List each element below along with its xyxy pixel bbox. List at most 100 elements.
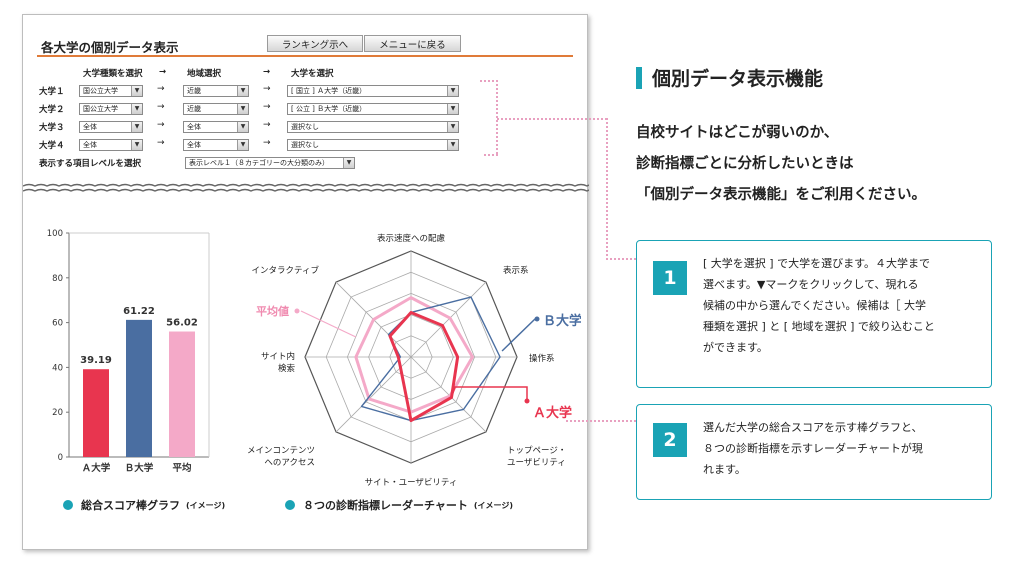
column-header-university: 大学を選択 xyxy=(291,69,334,79)
chevron-down-icon[interactable]: ▼ xyxy=(447,140,458,150)
step-line: [ 大学を選択 ] で大学を選びます。４大学まで xyxy=(703,257,930,270)
step-line: 選んだ大学の総合スコアを示す棒グラフと、 xyxy=(703,421,923,434)
callout-dot xyxy=(524,398,530,404)
step-card-2: 2 選んだ大学の総合スコアを示す棒グラフと、 ８つの診断指標を示すレーダーチャー… xyxy=(636,404,992,500)
intro-line: 診断指標ごとに分析したいときは xyxy=(636,156,854,172)
radar-series-line xyxy=(388,310,460,423)
region-select[interactable]: 近畿 ▼ xyxy=(183,103,249,115)
radar-series-line xyxy=(354,296,474,414)
radar-spoke xyxy=(410,356,487,433)
chevron-down-icon[interactable]: ▼ xyxy=(237,140,248,150)
connector-line xyxy=(606,118,608,260)
step-number: 1 xyxy=(653,261,687,295)
radar-legend-note: (イメージ) xyxy=(473,500,514,510)
radar-axis-label: メインコンテンツ xyxy=(247,446,315,456)
chevron-down-icon[interactable]: ▼ xyxy=(447,86,458,96)
chevron-down-icon[interactable]: ▼ xyxy=(447,122,458,132)
arrow-icon: → xyxy=(157,138,165,148)
row-label: 大学２ xyxy=(39,105,65,115)
chevron-down-icon[interactable]: ▼ xyxy=(447,104,458,114)
data-view-window: 各大学の個別データ表示 ランキング示へ メニューに戻る 大学種類を選択 → 地域… xyxy=(22,14,589,550)
intro-line: 「個別データ表示機能」をご利用ください。 xyxy=(636,187,926,203)
chevron-down-icon[interactable]: ▼ xyxy=(237,104,248,114)
university-type-select-value: 国公立大学 xyxy=(83,105,118,113)
series-label-a: Ａ大学 xyxy=(533,405,572,421)
radar-legend-label: ８つの診断指標レーダーチャート xyxy=(303,499,468,512)
chevron-down-icon[interactable]: ▼ xyxy=(131,122,142,132)
region-select[interactable]: 近畿 ▼ xyxy=(183,85,249,97)
step-line: 候補の中から選んでください。候補は［ 大学 xyxy=(703,299,926,312)
university-type-select-value: 全体 xyxy=(83,123,97,131)
legend-dot-icon xyxy=(285,500,295,510)
level-select[interactable]: 表示レベル１（８カテゴリーの大分類のみ） ▼ xyxy=(185,157,355,169)
category-label: 平均 xyxy=(172,462,192,474)
university-select[interactable]: 選択なし▼ xyxy=(287,121,459,133)
step-line: 選べます。▼マークをクリックして、現れる xyxy=(703,278,919,291)
step-line: ができます。 xyxy=(703,341,768,354)
university-type-select[interactable]: 全体 ▼ xyxy=(79,121,143,133)
arrow-icon: → xyxy=(263,84,271,94)
step-line: ８つの診断指標を示すレーダーチャートが現 xyxy=(703,442,923,455)
chevron-down-icon[interactable]: ▼ xyxy=(131,104,142,114)
radar-spoke xyxy=(335,356,412,433)
university-type-select-value: 国公立大学 xyxy=(83,87,118,95)
wavy-divider xyxy=(23,183,589,192)
y-tick-label: 20 xyxy=(52,408,63,418)
arrow-icon: → xyxy=(157,102,165,112)
arrow-icon: → xyxy=(157,84,165,94)
chevron-down-icon[interactable]: ▼ xyxy=(237,86,248,96)
step-line: れます。 xyxy=(703,463,746,476)
bar-value-label: 56.02 xyxy=(166,318,198,329)
arrow-icon: → xyxy=(263,102,271,112)
callout-line xyxy=(501,318,536,352)
title-underline xyxy=(37,55,573,57)
region-select-value: 全体 xyxy=(187,141,201,149)
connector-line xyxy=(484,154,498,156)
university-select[interactable]: [ 国立 ] Ａ大学（近畿）▼ xyxy=(287,85,459,97)
column-header-arrow: → xyxy=(159,67,167,77)
university-select[interactable]: [ 公立 ] Ｂ大学（近畿）▼ xyxy=(287,103,459,115)
chevron-down-icon[interactable]: ▼ xyxy=(131,86,142,96)
intro-text: 自校サイトはどこが弱いのか、 診断指標ごとに分析したいときは 「個別データ表示機… xyxy=(636,118,926,211)
region-select[interactable]: 全体▼ xyxy=(183,121,249,133)
region-select-value: 近畿 xyxy=(187,87,201,95)
chevron-down-icon[interactable]: ▼ xyxy=(343,158,354,168)
y-tick-label: 80 xyxy=(52,274,63,284)
university-type-select-value: 全体 xyxy=(83,141,97,149)
level-label: 表示する項目レベルを選択 xyxy=(39,159,142,169)
region-select[interactable]: 全体 ▼ xyxy=(183,139,249,151)
radar-axis-label: インタラクティブ xyxy=(252,265,320,276)
category-label: Ａ大学 xyxy=(82,462,111,474)
university-type-select[interactable]: 国公立大学 ▼ xyxy=(79,85,143,97)
back-to-menu-button[interactable]: メニューに戻る xyxy=(364,35,461,52)
radar-axis-label: へのアクセス xyxy=(264,458,315,468)
region-select-value: 近畿 xyxy=(187,105,201,113)
university-type-select[interactable]: 全体 ▼ xyxy=(79,139,143,151)
radar-spoke xyxy=(410,281,487,358)
radar-axis-label: サイト・ユーザビリティ xyxy=(365,478,458,488)
connector-line xyxy=(606,258,636,260)
radar-axis-label: 表示系 xyxy=(503,265,529,276)
y-tick-label: 40 xyxy=(52,363,63,373)
chevron-down-icon[interactable]: ▼ xyxy=(131,140,142,150)
bar xyxy=(126,319,152,457)
bar-value-label: 39.19 xyxy=(80,355,112,366)
y-tick-label: 60 xyxy=(52,319,63,329)
step-text: 選んだ大学の総合スコアを示す棒グラフと、 ８つの診断指標を示すレーダーチャートが… xyxy=(703,417,979,480)
row-label: 大学４ xyxy=(39,141,65,151)
column-header-arrow: → xyxy=(263,67,271,77)
radar-axis-label: ユーザビリティ xyxy=(507,458,566,468)
bar-legend-label: 総合スコア棒グラフ xyxy=(81,499,180,512)
chevron-down-icon[interactable]: ▼ xyxy=(237,122,248,132)
radar-chart-legend: ８つの診断指標レーダーチャート (イメージ) xyxy=(285,497,513,513)
university-type-select[interactable]: 国公立大学 ▼ xyxy=(79,103,143,115)
radar-axis-label: 検索 xyxy=(278,363,295,374)
connector-line xyxy=(496,80,498,154)
ranking-button[interactable]: ランキング示へ xyxy=(267,35,363,52)
y-tick-label: 100 xyxy=(47,229,63,239)
bar xyxy=(83,369,109,457)
step-card-1: 1 [ 大学を選択 ] で大学を選びます。４大学まで 選べます。▼マークをクリッ… xyxy=(636,240,992,388)
connector-line xyxy=(497,118,607,120)
university-select[interactable]: 選択なし▼ xyxy=(287,139,459,151)
